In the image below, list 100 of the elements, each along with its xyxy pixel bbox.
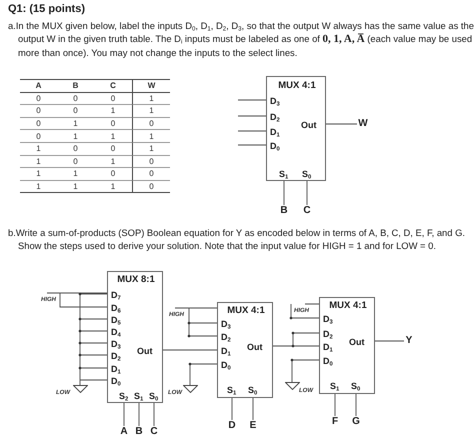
pin-label: D$_{7}$ (111, 289, 121, 301)
mux-title: MUX 4:1 (277, 80, 317, 91)
wire (334, 394, 336, 416)
table-cell: 1 (20, 142, 57, 156)
column-header: C (94, 80, 132, 93)
pin-label: D$_{2}$ (221, 331, 231, 343)
question-text: a.In the MUX given below, label the inputs D$_{0}$, D$_{1}$, D$_{2}$, D$_{3}$, so that the output W always has the same value as the output W in the given truth table. The D$_{i}$ inputs must be labeled as one of 0, 1, A, A̅ (each value may be used more than once). You may not change the inputs to the select lines. (8, 19, 474, 59)
table-cell: 0 (57, 142, 94, 156)
pin-label: S$_{0}$ (149, 390, 158, 402)
pin-label: D$_{3}$ (111, 338, 121, 350)
pin-label: D$_{0}$ (111, 375, 121, 387)
wire (306, 180, 308, 206)
signal-label: C (302, 205, 312, 217)
pin-label: Out (301, 119, 316, 131)
table-cell: 1 (20, 156, 57, 168)
pin-label: D$_{1}$ (111, 363, 121, 375)
pin-label: D$_{1}$ (270, 126, 280, 138)
table-cell: 1 (94, 105, 132, 118)
multiplexer-box (266, 76, 326, 181)
table-cell: 1 (132, 92, 170, 106)
table-cell: 1 (94, 130, 132, 143)
pin-label: D$_{3}$ (323, 313, 333, 325)
table-cell: 0 (94, 92, 132, 106)
pin-label: Out (137, 345, 152, 357)
table-cell: 0 (94, 118, 132, 130)
table-cell: 1 (20, 180, 57, 194)
pin-label: D$_{2}$ (111, 350, 121, 362)
pin-label: D$_{4}$ (111, 326, 121, 338)
pin-label: D$_{0}$ (323, 355, 333, 367)
pin-label: S$_{1}$ (330, 380, 340, 392)
pin-label: Out (349, 336, 364, 348)
table-cell: 0 (20, 118, 57, 130)
wire (272, 332, 320, 346)
column-header: A (20, 80, 57, 93)
table-cell: 1 (94, 156, 132, 168)
pin-label: D$_{2}$ (270, 111, 280, 123)
table-cell: 0 (94, 142, 132, 156)
pin-label: D$_{1}$ (323, 341, 333, 353)
pin-label: S$_{0}$ (248, 384, 258, 396)
pin-label: D$_{3}$ (270, 95, 280, 107)
wire (138, 402, 140, 426)
mux-title: MUX 4:1 (328, 300, 368, 311)
table-cell: 0 (132, 118, 170, 130)
table-cell: 0 (20, 130, 57, 143)
pin-label: S$_{1}$ (134, 390, 144, 402)
pin-label: Out (247, 341, 262, 353)
column-header: B (57, 80, 94, 93)
table-cell: 1 (132, 105, 170, 118)
table-cell: 0 (132, 180, 170, 194)
mux-title: MUX 4:1 (226, 305, 266, 316)
table-cell: 0 (132, 156, 170, 168)
signal-label: B (279, 205, 289, 217)
signal-label: Y (404, 335, 414, 347)
pin-label: D$_{1}$ (221, 345, 231, 357)
table-cell: 0 (20, 92, 57, 106)
table-cell: 1 (20, 168, 57, 181)
wire (238, 144, 266, 146)
wire (174, 308, 218, 336)
multiplexer-box (107, 271, 163, 403)
table-cell: 1 (94, 180, 132, 194)
pin-label: S$_{1}$ (227, 384, 236, 396)
signal-label: B (134, 426, 144, 438)
table-cell: 1 (57, 168, 94, 181)
wire (252, 398, 254, 420)
table-cell: 0 (132, 168, 170, 181)
signal-label: W (357, 118, 369, 130)
table-cell: 0 (57, 156, 94, 168)
wire (190, 364, 218, 386)
table-cell: 1 (132, 142, 170, 156)
pin-label: D$_{0}$ (221, 359, 231, 371)
multiplexer-box (319, 297, 375, 394)
pin-label: S$_{1}$ (279, 168, 288, 180)
wire (46, 292, 108, 308)
signal-label: F (330, 416, 340, 428)
table-cell: 0 (57, 105, 94, 118)
table-cell: 1 (57, 118, 94, 130)
pin-label: D$_{0}$ (270, 140, 280, 152)
pin-label: D$_{5}$ (111, 314, 121, 326)
question-text: b.Write a sum-of-products (SOP) Boolean equation for Y as encoded below in terms of A, B, C, D, E, F, and G. Show the steps used to derive your solution. Note that the input value for HIGH = 1 and for LOW = 0. (8, 226, 466, 252)
signal-label: E (248, 420, 258, 432)
wire (80, 294, 108, 386)
table-cell: 0 (20, 105, 57, 118)
mux-title: MUX 8:1 (116, 274, 156, 285)
signal-label: G (351, 416, 361, 428)
question-title: Q1: (15 points) (8, 3, 86, 15)
pin-label: S$_{0}$ (351, 380, 360, 392)
signal-label: C (149, 426, 159, 438)
pin-label: D$_{6}$ (111, 302, 121, 314)
signal-label: D (227, 420, 237, 432)
table-cell: 0 (94, 168, 132, 181)
table-cell: 1 (57, 180, 94, 194)
wire (292, 360, 320, 382)
pin-label: S$_{0}$ (302, 168, 312, 180)
table-cell: 1 (132, 130, 170, 143)
multiplexer-box (217, 302, 273, 398)
pin-label: S$_{2}$ (119, 390, 128, 402)
wire (374, 340, 404, 342)
signal-label: A (119, 426, 129, 438)
pin-label: D$_{3}$ (221, 318, 231, 330)
table-cell: 1 (57, 130, 94, 143)
